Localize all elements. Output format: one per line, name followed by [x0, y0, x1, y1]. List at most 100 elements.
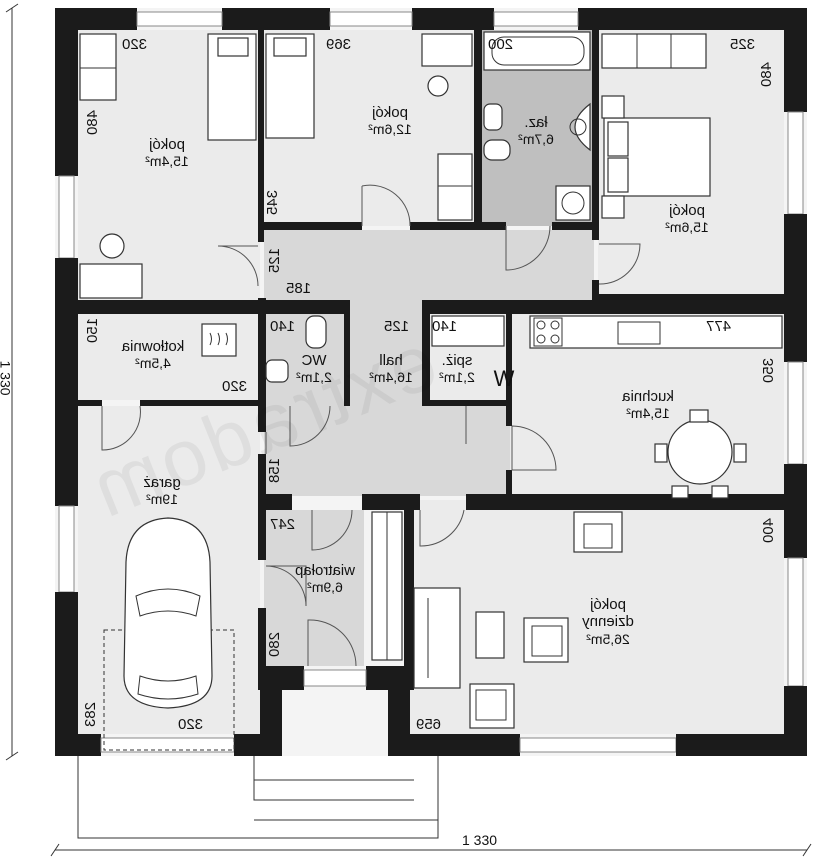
door-living — [419, 509, 465, 547]
wall-int-26 — [258, 510, 266, 560]
car-windshield — [135, 588, 201, 617]
overall-height-tick-top — [5, 3, 19, 13]
desk-3 — [437, 153, 473, 221]
dim-label: 345 — [264, 189, 282, 216]
wc-sink — [265, 359, 289, 383]
dim-label: 320 — [178, 716, 204, 733]
dim-label: 283 — [82, 701, 100, 728]
wall-int-5 — [410, 222, 506, 230]
wall-int-23 — [362, 494, 420, 510]
wall-int-19 — [506, 470, 512, 496]
door-boiler — [101, 405, 141, 451]
room-label: pokój 15,6m² — [652, 202, 722, 235]
entrance-door — [303, 669, 367, 687]
wall-int-1 — [258, 30, 264, 226]
wall-int-15 — [422, 300, 784, 314]
door-entrance — [307, 619, 357, 667]
room-area: 6,9m² — [307, 579, 343, 596]
dim-label: 247 — [270, 516, 296, 533]
kitchen-sink — [617, 321, 661, 345]
wall-int-9 — [599, 294, 784, 300]
bidet — [483, 103, 503, 131]
dim-label: 200 — [488, 36, 514, 53]
sofa — [413, 587, 461, 689]
wall-top-4 — [578, 8, 807, 30]
dim-label: 280 — [266, 631, 284, 658]
dim-label: 125 — [266, 247, 284, 274]
room-label: pokój 15,4m² — [132, 136, 202, 169]
nightstand-b — [601, 195, 625, 219]
room-name-2: dzienny — [582, 613, 634, 631]
washbasin-drain — [569, 118, 587, 136]
wall-left-2 — [55, 258, 78, 506]
wall-int-18 — [506, 314, 512, 426]
dining-chair-2 — [733, 443, 747, 463]
door-bedroom-2 — [361, 184, 411, 227]
door-bedroom-1 — [217, 245, 259, 287]
room-area: 15,6m² — [665, 219, 709, 236]
bed-pillow-a — [607, 121, 629, 157]
terrace — [77, 756, 439, 839]
room-label: W — [492, 366, 516, 391]
wall-int-25 — [766, 494, 784, 510]
wall-int-3 — [592, 30, 599, 240]
wall-int-14 — [140, 400, 264, 406]
car — [123, 517, 213, 709]
dining-chair-1 — [689, 409, 709, 423]
dining-chair-4 — [671, 485, 689, 499]
pantry-shelf — [431, 315, 505, 347]
dining-chair-3 — [654, 443, 668, 463]
room-area: 26,5m² — [586, 630, 630, 647]
wall-bottom-6 — [388, 734, 520, 756]
dim-label: 185 — [286, 280, 312, 297]
room-label: pokój 12,6m² — [355, 104, 425, 137]
room-area: 12,6m² — [368, 121, 412, 138]
wall-bottom-1 — [55, 734, 101, 756]
room-name: pokój — [669, 202, 705, 219]
room-label: łaz. 6,7m² — [506, 114, 566, 147]
window-top-1 — [136, 11, 223, 27]
chair-2 — [427, 75, 449, 97]
wall-int-20 — [258, 406, 266, 432]
room-name: łaz. — [524, 114, 548, 131]
wall-top-3 — [412, 8, 494, 30]
coffee-table — [475, 611, 505, 659]
wall-int-4 — [258, 222, 362, 230]
room-name: W — [493, 366, 515, 391]
chair-1 — [99, 233, 125, 259]
wall-int-2 — [474, 30, 482, 226]
wall-int-12 — [344, 300, 350, 406]
bed-pillow-b — [607, 157, 629, 193]
dim-label: 369 — [326, 36, 352, 53]
burner-3 — [536, 334, 546, 344]
fireplace-hearth — [583, 523, 613, 549]
wall-left-3 — [55, 592, 78, 756]
wall-int-21 — [258, 454, 266, 516]
room-name: kuchnia — [622, 388, 674, 405]
stove — [533, 317, 563, 347]
wall-int-10 — [55, 300, 350, 314]
dim-label: 325 — [730, 36, 756, 53]
dim-label: 477 — [706, 318, 732, 335]
window-left-2 — [58, 505, 75, 593]
room-area: 15,4m² — [626, 405, 670, 422]
wall-int-7 — [258, 226, 264, 242]
dim-label: 140 — [432, 318, 458, 335]
wall-int-8 — [592, 280, 599, 300]
room-name: spiż. — [441, 352, 473, 369]
overall-height-label: 1 330 — [0, 360, 14, 396]
window-right-3 — [787, 557, 804, 687]
washbasin — [574, 102, 591, 152]
dim-label: 480 — [84, 109, 102, 136]
door-vestibule-1 — [311, 509, 353, 551]
bathtub — [483, 31, 591, 71]
door-vestibule-2 — [265, 565, 307, 607]
kitchen-counter — [529, 315, 783, 349]
door-bathroom — [505, 225, 551, 271]
wall-right-1 — [784, 8, 807, 112]
wall-right-2 — [784, 214, 807, 362]
room-label: pokój dzienny 26,5m² — [568, 596, 648, 647]
room-name: pokój — [149, 136, 185, 153]
room-label: kuchnia 15,4m² — [608, 388, 688, 421]
wall-int-27 — [258, 608, 266, 690]
